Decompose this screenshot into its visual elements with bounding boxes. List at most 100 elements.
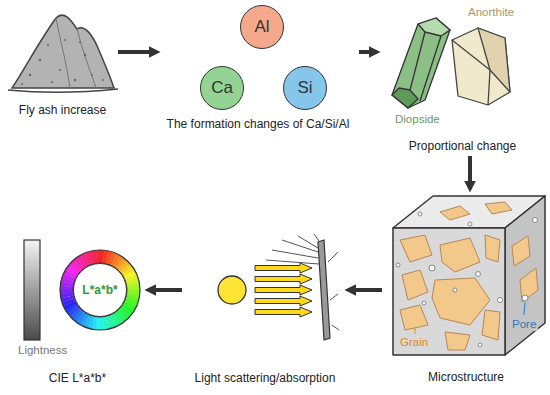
fly-ash-pile: [77, 29, 96, 88]
stage-caption: CIE L*a*b*: [49, 371, 106, 385]
anorthite-crystal: [452, 40, 490, 105]
stage-caption: Fly ash increase: [19, 103, 106, 117]
color-wheel-segment: [100, 317, 105, 330]
microstructure-cube: [396, 212, 538, 347]
microstructure-cube: [402, 270, 428, 300]
fly-ash-pile: [91, 74, 93, 76]
stage-box: CIE L*a*b* L*a*b*: [10, 235, 145, 385]
fly-ash-pile: [8, 15, 118, 92]
diopside-crystal: [392, 88, 418, 108]
microstructure-cube: [393, 228, 505, 355]
light-scattering: [272, 250, 318, 258]
flow-arrow: [348, 288, 382, 292]
fly-ash-pile: [47, 44, 49, 46]
stage-box: Microstructure: [385, 192, 547, 384]
stage-caption: Microstructure: [428, 370, 504, 384]
microstructure-cube: [418, 212, 422, 216]
stage-box: The formation changes of Ca/Si/Al AlCa Si: [160, 3, 356, 131]
microstructure-cube: [485, 202, 512, 214]
color-wheel-segment: [127, 286, 140, 291]
light-scattering: [218, 276, 246, 304]
anorthite-crystal: [452, 28, 510, 105]
fly-ash-pile: [29, 74, 31, 76]
light-scattering: [255, 263, 312, 273]
microstructure-cube: [440, 238, 480, 272]
part-label: Diopside: [393, 113, 442, 126]
microstructure-cube: [468, 222, 472, 226]
fly-ash-pile: [51, 81, 53, 83]
diopside-crystal: [392, 18, 450, 108]
circle-label: L*a*b*: [82, 281, 117, 299]
light-scattering: [330, 294, 338, 300]
fly-ash-pile: [56, 18, 70, 88]
microstructure-cube: [414, 327, 415, 334]
lightness-plate: [24, 240, 40, 340]
light-scattering: [266, 260, 319, 264]
microstructure-cube: [512, 236, 530, 266]
color-wheel: [60, 250, 140, 330]
fly-ash-pile: [21, 83, 23, 85]
diopside-crystal: [418, 18, 450, 36]
element-circle: Al: [240, 5, 284, 49]
flow-arrow: [148, 288, 182, 292]
light-scattering: [255, 263, 312, 317]
light-scattering: [318, 240, 330, 340]
fly-ash-pile: [39, 59, 41, 61]
stage-box: Proportional change: [380, 3, 545, 153]
microstructure-cube: [440, 206, 470, 220]
color-wheel-segment: [96, 250, 101, 263]
fly-ash-pile: [74, 79, 76, 81]
microstructure-cube: [482, 310, 500, 340]
light-scattering: [255, 274, 312, 284]
microstructure-cube: [524, 302, 525, 315]
diopside-crystal: [392, 18, 450, 108]
microstructure-cube: [400, 202, 538, 350]
circle-label: Al: [254, 18, 269, 36]
diopside-crystal: [420, 36, 441, 101]
microstructure-cube: [498, 298, 503, 303]
microstructure-cube: [476, 272, 481, 277]
part-label: Pore: [510, 318, 538, 331]
fly-ash-pile: [64, 39, 66, 41]
anorthite-crystal: [452, 28, 510, 105]
light-scattering: [328, 252, 338, 262]
light-scattering: [255, 285, 312, 295]
microstructure-cube: [478, 343, 482, 347]
fly-ash-pile: [12, 15, 114, 88]
part-label: Grain: [398, 336, 430, 349]
microstructure-cube: [432, 278, 490, 325]
flow-arrow: [118, 50, 157, 54]
light-scattering: [332, 325, 339, 330]
fly-ash-pile: [79, 41, 81, 43]
element-circle: Ca: [200, 66, 244, 110]
microstructure-cube: [445, 332, 470, 350]
microstructure-cube: [400, 305, 428, 330]
fly-ash-pile: [59, 69, 61, 71]
light-scattering: [298, 236, 318, 248]
light-scattering: [255, 307, 312, 317]
microstructure-cube: [522, 295, 528, 301]
lightness-plate: [24, 240, 40, 340]
light-scattering: [282, 240, 318, 252]
color-space-circle: L*a*b*: [73, 263, 127, 317]
microstructure-cube: [533, 218, 538, 223]
stage-box: Light scattering/absorption: [185, 235, 345, 385]
color-wheel-rim: [73, 263, 127, 317]
color-wheel-rim: [60, 250, 140, 330]
light-scattering: [255, 296, 312, 306]
color-wheel-segment: [60, 290, 73, 295]
flow-arrow: [359, 50, 377, 54]
circle-label: Si: [297, 79, 312, 97]
stage-caption: The formation changes of Ca/Si/Al: [167, 117, 350, 131]
anorthite-crystal: [478, 28, 510, 92]
microstructure-cube: [485, 235, 500, 262]
flow-arrow: [468, 156, 472, 189]
microstructure-cube: [520, 268, 538, 302]
microstructure-cube: [393, 196, 545, 355]
part-label: Anorthite: [466, 6, 516, 19]
fly-ash-pile: [21, 39, 104, 85]
microstructure-cube: [429, 265, 435, 271]
